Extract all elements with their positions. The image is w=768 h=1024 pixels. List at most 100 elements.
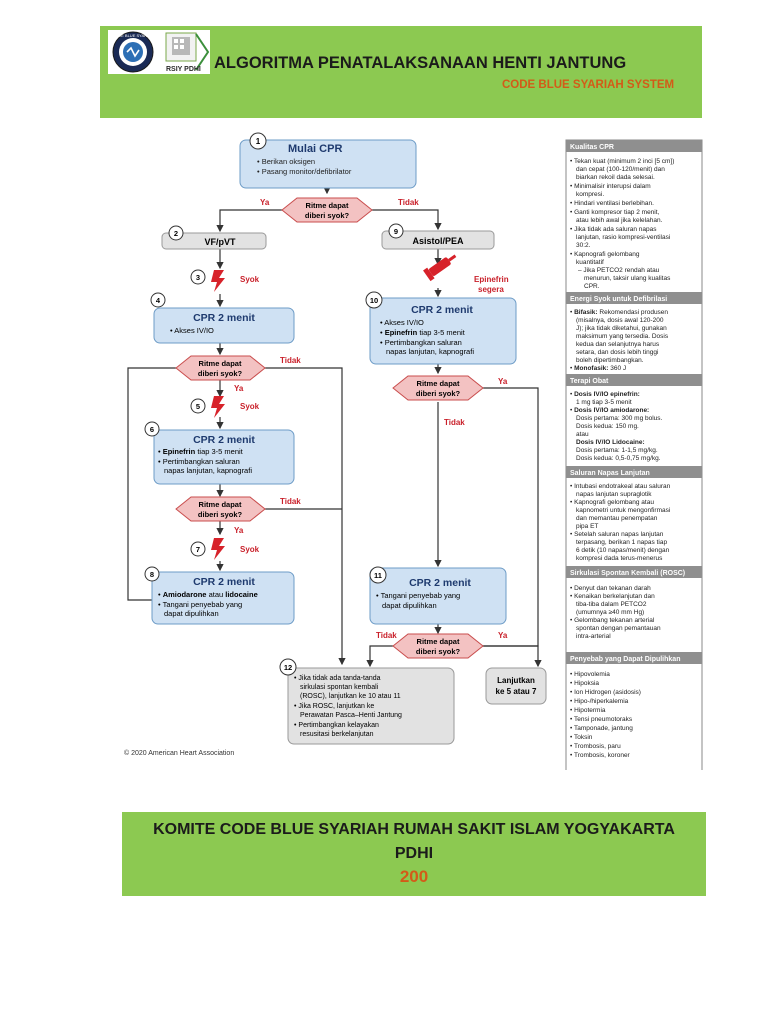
svg-text:Ya: Ya — [234, 526, 244, 535]
svg-text:sirkulasi spontan kembali: sirkulasi spontan kembali — [300, 684, 379, 691]
svg-text:2: 2 — [174, 229, 178, 238]
svg-text:kapnometri untuk mengonfirmasi: kapnometri untuk mengonfirmasi — [576, 507, 670, 514]
svg-text:Dosis IV/IO Lidocaine:: Dosis IV/IO Lidocaine: — [576, 439, 645, 446]
svg-text:terpasang, berikan 1 napas tia: terpasang, berikan 1 napas tiap — [576, 539, 667, 546]
svg-text:• Tamponade, jantung: • Tamponade, jantung — [570, 725, 633, 732]
svg-text:kompresi dada terus-menerus: kompresi dada terus-menerus — [576, 555, 663, 562]
svg-text:• Gelombang tekanan arterial: • Gelombang tekanan arterial — [570, 617, 655, 624]
svg-text:• Dosis IV/IO epinefrin:: • Dosis IV/IO epinefrin: — [570, 391, 640, 398]
svg-text:• Epinefrin tiap 3-5 menit: • Epinefrin tiap 3-5 menit — [158, 447, 244, 456]
svg-text:• Epinefrin tiap 3-5 menit: • Epinefrin tiap 3-5 menit — [380, 328, 466, 337]
svg-text:setara, dan dosis lebih tinggi: setara, dan dosis lebih tinggi — [576, 349, 658, 356]
svg-text:intra-arterial: intra-arterial — [576, 633, 611, 640]
svg-text:dan memantau penempatan: dan memantau penempatan — [576, 515, 658, 522]
svg-text:kompresi.: kompresi. — [576, 191, 604, 198]
footer-line-2: PDHI — [394, 845, 434, 862]
svg-text:napas lanjutan, kapnografi: napas lanjutan, kapnografi — [386, 347, 474, 356]
sidebar-reference: Kualitas CPR • Tekan kuat (minimum 2 inc… — [565, 139, 703, 770]
svg-text:• Jika tidak ada tanda-tanda: • Jika tidak ada tanda-tanda — [294, 675, 381, 682]
svg-text:Tidak: Tidak — [376, 631, 397, 640]
svg-text:boleh dipertimbangkan.: boleh dipertimbangkan. — [576, 357, 644, 364]
svg-text:dapat dipulihkan: dapat dipulihkan — [164, 609, 219, 618]
svg-text:• Bifasik: Rekomendasi produse: • Bifasik: Rekomendasi produsen — [570, 309, 668, 316]
svg-text:Dosis kedua: 0,5-0,75 mg/kg.: Dosis kedua: 0,5-0,75 mg/kg. — [576, 455, 661, 462]
svg-text:Kualitas CPR: Kualitas CPR — [570, 144, 614, 151]
svg-text:Ritme dapat: Ritme dapat — [199, 359, 242, 368]
svg-text:• Tangani penyebab yang: • Tangani penyebab yang — [158, 600, 242, 609]
svg-text:maksimum yang tersedia. Dosis: maksimum yang tersedia. Dosis — [576, 333, 669, 340]
svg-text:kuantitatif: kuantitatif — [576, 259, 604, 266]
svg-text:Ritme dapat: Ritme dapat — [417, 379, 460, 388]
svg-text:• Toksin: • Toksin — [570, 734, 593, 741]
svg-text:• Akses IV/IO: • Akses IV/IO — [380, 318, 424, 327]
svg-text:Energi Syok untuk Defibrilasi: Energi Syok untuk Defibrilasi — [570, 296, 667, 303]
svg-text:• Tangani penyebab yang: • Tangani penyebab yang — [376, 591, 460, 600]
svg-text:• Monofasik: 360 J: • Monofasik: 360 J — [570, 365, 626, 372]
svg-text:• Trombosis, paru: • Trombosis, paru — [570, 743, 621, 750]
svg-text:spontan dengan pemantauan: spontan dengan pemantauan — [576, 625, 661, 632]
page-title: ALGORITMA PENATALAKSANAAN HENTI JANTUNG — [214, 54, 627, 72]
svg-text:• Denyut dan tekanan darah: • Denyut dan tekanan darah — [570, 585, 651, 592]
svg-text:ke 5 atau 7: ke 5 atau 7 — [496, 687, 537, 696]
svg-text:• Kapnografi gelombang: • Kapnografi gelombang — [570, 251, 640, 258]
svg-text:• Dosis IV/IO amiodarone:: • Dosis IV/IO amiodarone: — [570, 407, 649, 414]
svg-text:Dosis kedua: 150 mg.: Dosis kedua: 150 mg. — [576, 423, 639, 430]
svg-text:11: 11 — [374, 571, 382, 580]
svg-text:atau: atau — [576, 431, 589, 438]
svg-text:Ya: Ya — [234, 384, 244, 393]
svg-text:Tidak: Tidak — [280, 497, 301, 506]
svg-text:Lanjutkan: Lanjutkan — [497, 676, 535, 685]
svg-text:RSIY PDHI: RSIY PDHI — [166, 66, 201, 73]
svg-text:napas lanjutan supraglotik: napas lanjutan supraglotik — [576, 491, 652, 498]
svg-text:• Setelah saluran napas lanjut: • Setelah saluran napas lanjutan — [570, 531, 664, 538]
svg-text:menurun, taksir ulang kualitas: menurun, taksir ulang kualitas — [584, 275, 671, 282]
svg-text:dan cepat (100-120/menit) dan: dan cepat (100-120/menit) dan — [576, 166, 665, 173]
step-number: 1 — [256, 137, 261, 146]
svg-text:• Jika tidak ada saluran napas: • Jika tidak ada saluran napas — [570, 226, 657, 233]
svg-text:• Tensi pneumotoraks: • Tensi pneumotoraks — [570, 716, 633, 723]
svg-text:• Akses IV/IO: • Akses IV/IO — [170, 326, 214, 335]
svg-text:biarkan rekoil dada selesai.: biarkan rekoil dada selesai. — [576, 174, 655, 181]
rsiy-logo: RSIY PDHI — [165, 32, 210, 73]
svg-text:Epinefrin: Epinefrin — [474, 275, 509, 284]
svg-text:CPR 2 menit: CPR 2 menit — [411, 304, 473, 316]
svg-text:• Hipoksia: • Hipoksia — [570, 680, 599, 687]
svg-text:• Pasang monitor/defibrilator: • Pasang monitor/defibrilator — [257, 167, 352, 176]
svg-text:CPR 2 menit: CPR 2 menit — [409, 577, 471, 589]
svg-text:CPR 2 menit: CPR 2 menit — [193, 312, 255, 324]
step-title: Mulai CPR — [288, 143, 342, 155]
svg-text:Penyebab yang Dapat Dipulihkan: Penyebab yang Dapat Dipulihkan — [570, 656, 680, 663]
svg-text:1 mg tiap 3-5 menit: 1 mg tiap 3-5 menit — [576, 399, 632, 406]
svg-text:diberi syok?: diberi syok? — [416, 389, 461, 398]
svg-text:Syok: Syok — [240, 402, 260, 411]
header-banner: CODE BLUE SYARIAH RSIY PDHI ALGORITMA PE… — [100, 26, 702, 118]
shock-icon — [211, 538, 225, 560]
svg-text:10: 10 — [370, 296, 378, 305]
footer-banner: KOMITE CODE BLUE SYARIAH RUMAH SAKIT ISL… — [122, 812, 706, 896]
svg-text:pipa ET: pipa ET — [576, 523, 598, 530]
svg-text:(ROSC), lanjutkan ke 10 atau 1: (ROSC), lanjutkan ke 10 atau 11 — [300, 693, 401, 700]
svg-text:Ya: Ya — [498, 377, 508, 386]
svg-text:Saluran Napas Lanjutan: Saluran Napas Lanjutan — [570, 470, 650, 477]
svg-text:• Tekan kuat (minimum 2 inci [: • Tekan kuat (minimum 2 inci [5 cm]) — [570, 158, 674, 165]
svg-text:CPR 2 menit: CPR 2 menit — [193, 576, 255, 588]
svg-text:VF/pVT: VF/pVT — [205, 237, 237, 247]
svg-text:30:2.: 30:2. — [576, 242, 591, 249]
svg-text:• Kapnografi gelombang atau: • Kapnografi gelombang atau — [570, 499, 654, 506]
svg-text:• Pertimbangkan saluran: • Pertimbangkan saluran — [158, 457, 240, 466]
svg-text:• Intubasi endotrakeal atau sa: • Intubasi endotrakeal atau saluran — [570, 483, 671, 490]
svg-text:lanjutan, rasio kompresi-venti: lanjutan, rasio kompresi-ventilasi — [576, 234, 670, 241]
shock-icon — [211, 396, 225, 418]
svg-text:Tidak: Tidak — [280, 356, 301, 365]
svg-text:Syok: Syok — [240, 545, 260, 554]
svg-text:kedua dan selanjutnya harus: kedua dan selanjutnya harus — [576, 341, 660, 348]
svg-text:Ritme dapat: Ritme dapat — [199, 500, 242, 509]
svg-text:• Hipo-/hiperkalemia: • Hipo-/hiperkalemia — [570, 698, 629, 705]
svg-text:CPR 2 menit: CPR 2 menit — [193, 434, 255, 446]
svg-text:3: 3 — [196, 273, 200, 282]
svg-text:J); jika tidak diketahui, guna: J); jika tidak diketahui, gunakan — [576, 325, 667, 332]
svg-text:(misalnya, dosis awal 120-200: (misalnya, dosis awal 120-200 — [576, 317, 664, 324]
svg-text:Dosis pertama: 300 mg bolus.: Dosis pertama: 300 mg bolus. — [576, 415, 663, 422]
svg-text:7: 7 — [196, 545, 200, 554]
svg-text:• Pertimbangkan kelayakan: • Pertimbangkan kelayakan — [294, 722, 379, 729]
